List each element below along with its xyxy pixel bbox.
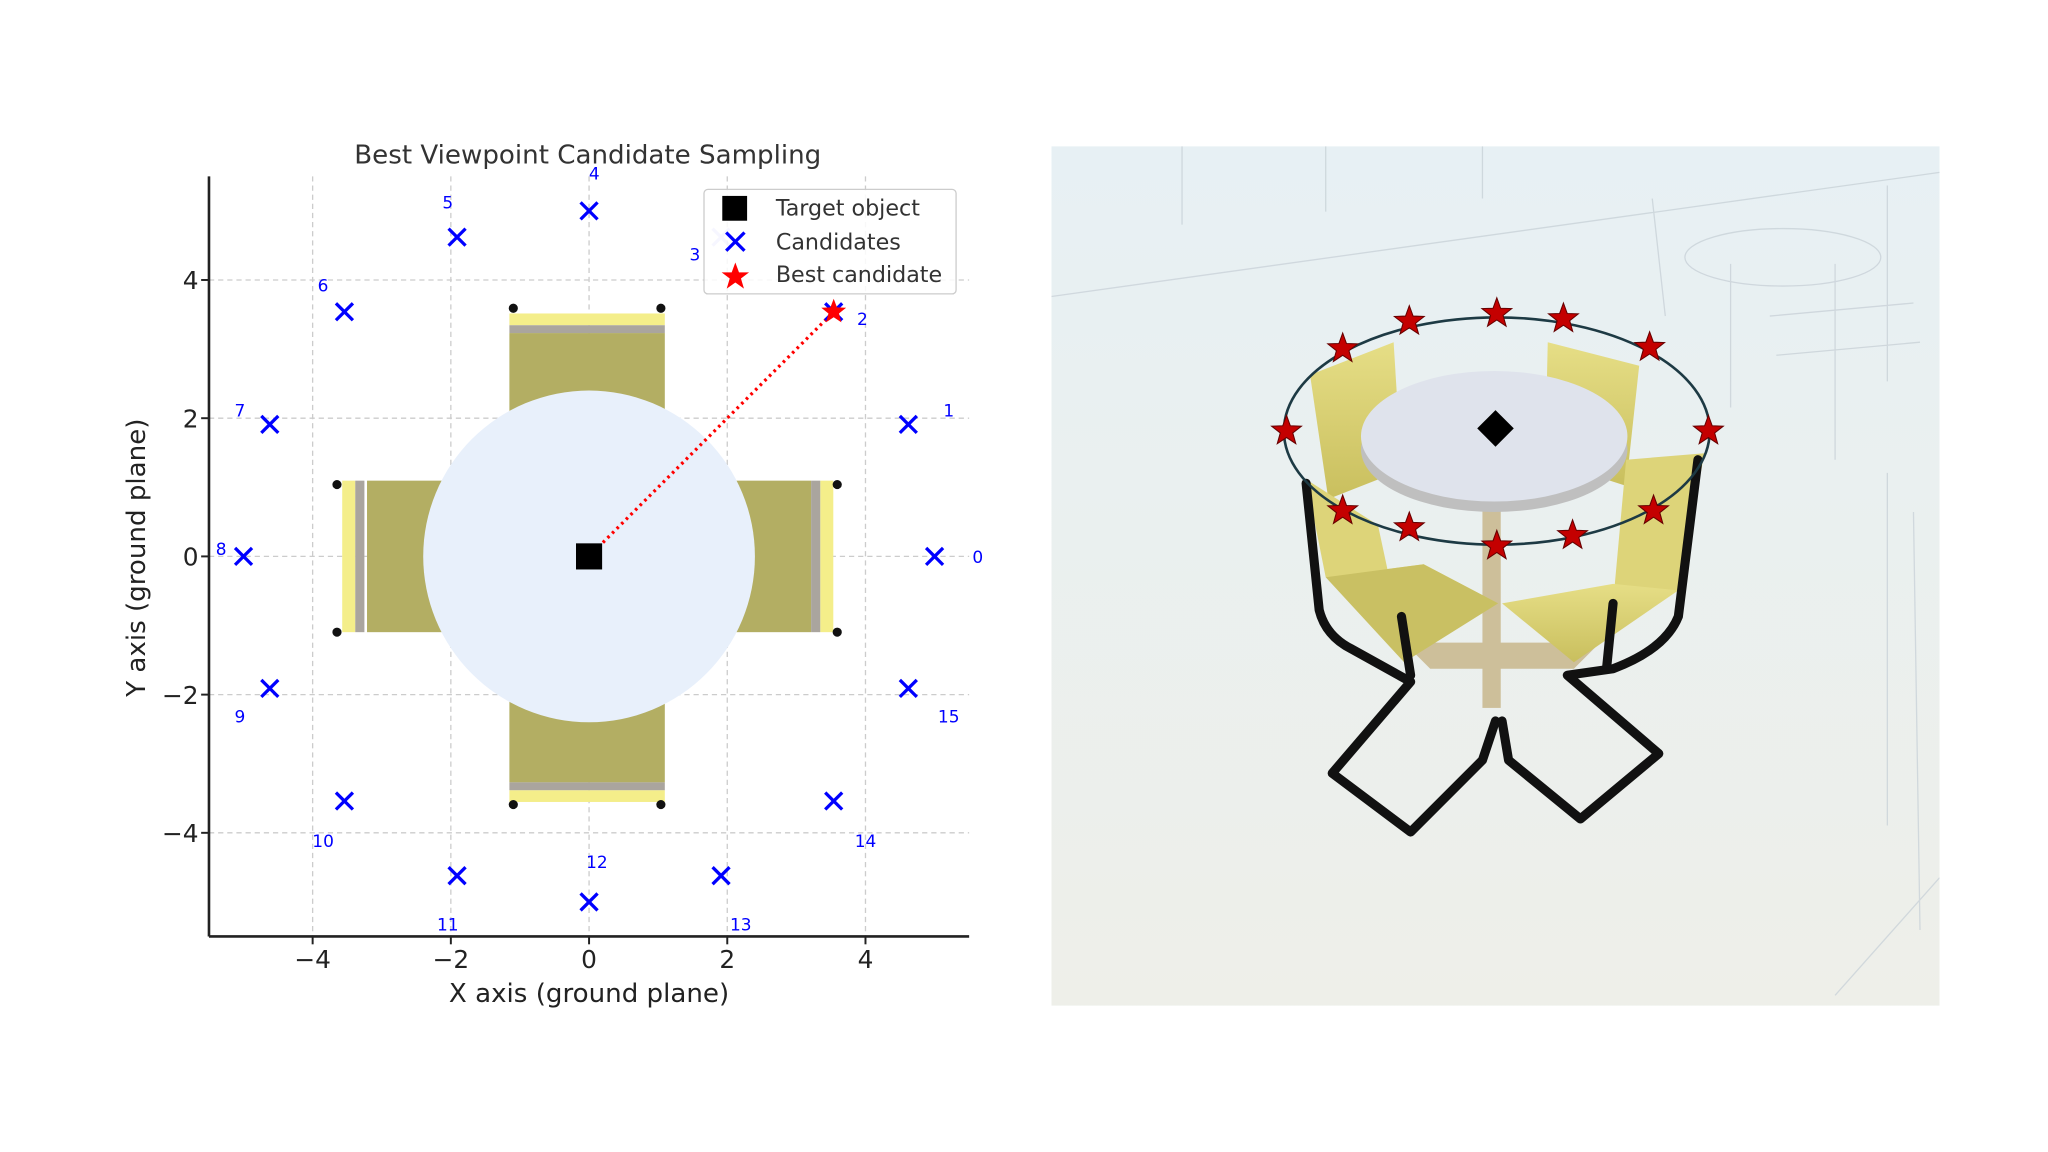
candidate-x-stroke: [334, 791, 355, 811]
target-to-best-line: [587, 310, 835, 558]
render-candidate-star-icon: [1392, 510, 1426, 542]
y-tick-label: −4: [162, 819, 199, 848]
candidate-index-label: 6: [318, 277, 329, 297]
render-candidate-star-icon: [1326, 331, 1360, 363]
candidate-marker: [898, 678, 918, 699]
render-candidate-star-icon: [1692, 413, 1725, 445]
candidate-index-label: 15: [938, 708, 960, 728]
candidate-index-label: 3: [690, 246, 701, 266]
candidate-index-label: 1: [943, 401, 954, 421]
legend: Target object Candidates Best candidate: [703, 188, 957, 295]
candidate-marker: [824, 791, 844, 811]
y-tick-label: 4: [183, 266, 199, 295]
candidate-index-label: 9: [234, 708, 245, 728]
candidate-index-label: 10: [312, 832, 334, 852]
candidate-x-stroke: [711, 866, 731, 886]
render-candidate-star-icon: [1270, 413, 1303, 445]
render-candidate-star-icon: [1480, 296, 1514, 328]
x-tick-label: 0: [581, 945, 597, 974]
x-axis-label: X axis (ground plane): [449, 979, 729, 1009]
candidate-index-label: 5: [442, 193, 453, 213]
candidate-x-stroke: [260, 414, 280, 435]
candidate-x-stroke: [447, 866, 467, 886]
chair-legs: [1301, 455, 1703, 837]
candidate-marker: [711, 866, 731, 886]
candidate-x-stroke: [579, 892, 599, 912]
candidate-x-stroke: [579, 201, 599, 221]
legend-best-label: Best candidate: [776, 262, 942, 288]
candidate-index-label: 2: [857, 310, 868, 330]
candidate-marker: [334, 791, 355, 811]
render-candidate-star-icon: [1480, 528, 1514, 560]
candidate-marker: [579, 892, 599, 912]
best-candidate-star: [821, 298, 847, 323]
candidate-marker: [924, 546, 945, 567]
3d-scene-render: [1051, 146, 1940, 1006]
x-tick-label: −4: [294, 945, 331, 974]
candidate-x-stroke: [334, 302, 355, 322]
candidate-marker: [260, 678, 280, 699]
candidate-index-label: 13: [730, 915, 752, 935]
y-tick-label: −2: [162, 681, 199, 710]
candidate-marker: [260, 414, 280, 435]
candidate-x-stroke: [233, 546, 254, 567]
legend-candidates-label: Candidates: [776, 229, 901, 255]
candidate-x-stroke: [447, 227, 467, 247]
candidate-x-stroke: [898, 414, 918, 435]
candidate-marker: [898, 414, 918, 435]
candidate-index-label: 0: [972, 548, 983, 568]
legend-target-label: Target object: [775, 196, 920, 222]
candidate-stars: [1270, 296, 1725, 560]
y-tick-label: 2: [183, 404, 199, 433]
render-candidate-star-icon: [1392, 304, 1426, 336]
y-tick-label: 0: [183, 543, 199, 572]
render-candidate-star-icon: [1547, 301, 1580, 333]
candidate-index-label: 4: [589, 164, 600, 184]
candidate-sampling-chart: −4 −2 0 2 4 −4 −2 0 2 4 Best Viewpoint Candidate …: [122, 140, 983, 1009]
candidate-x-stroke: [924, 546, 945, 567]
candidate-x-stroke: [824, 791, 844, 811]
candidate-index-label: 11: [437, 915, 459, 935]
candidate-marker: [579, 201, 599, 221]
x-tick-label: 4: [858, 945, 874, 974]
candidate-index-label: 8: [216, 540, 227, 560]
axes: −4 −2 0 2 4 −4 −2 0 2 4: [162, 176, 970, 974]
candidate-index-label: 14: [855, 832, 877, 852]
candidate-marker: [233, 546, 254, 567]
render-candidate-star-icon: [1556, 518, 1589, 550]
wireframe-background: [1051, 146, 1940, 996]
y-axis-label: Y axis (ground plane): [122, 419, 152, 698]
candidate-x-stroke: [260, 678, 280, 699]
candidate-index-label: 7: [234, 401, 245, 421]
candidate-x-stroke: [898, 678, 918, 699]
candidate-marker: [447, 227, 467, 247]
legend-candidate-marker: [725, 231, 746, 252]
chair-front-left: [1306, 479, 1499, 663]
x-tick-label: −2: [433, 945, 470, 974]
legend-target-marker: [722, 195, 748, 221]
candidate-marker: [447, 866, 467, 886]
render-candidate-star-icon: [1633, 330, 1666, 362]
render-candidate-star-icon: [1326, 493, 1360, 525]
target-object-marker: [575, 543, 603, 570]
chart-title: Best Viewpoint Candidate Sampling: [354, 140, 821, 170]
candidate-index-label: 12: [586, 853, 608, 873]
x-tick-label: 2: [719, 945, 735, 974]
legend-best-marker: [721, 262, 750, 289]
render-candidate-star-icon: [1637, 493, 1670, 525]
candidate-marker: [334, 302, 355, 322]
